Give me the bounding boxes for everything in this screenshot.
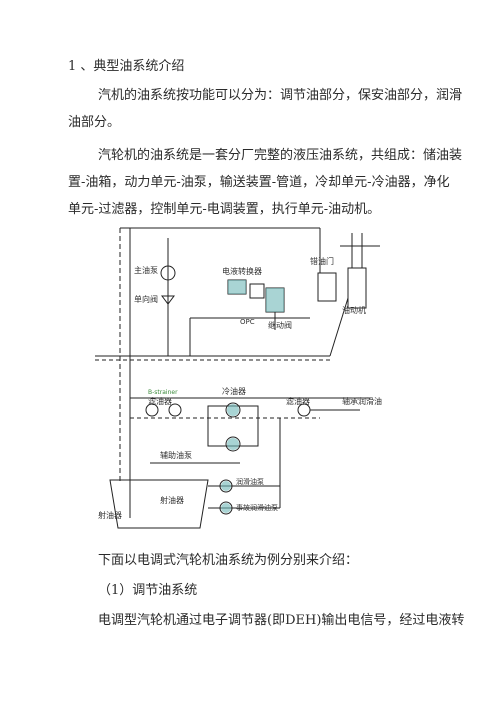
label-bearing-oil: 轴承润滑油 [342,396,382,406]
paragraph-2-line-1: 汽轮机的油系统是一套分厂完整的液压油系统，共组成：储油装 [98,148,463,163]
paragraph-3: 下面以电调式汽轮机油系统为例分别来介绍： [98,553,359,568]
paragraph-4-line-1: 电调型汽轮机通过电子调节器(即DEH)输出电信号，经过电液转 [98,613,465,628]
label-main-pump: 主油泵 [134,265,158,275]
label-aux-pump: 辅助油泵 [160,450,192,460]
oil-system-schematic: 主油泵 单向阀 电液转换器 OPC 继动阀 错油门 油动机 冷油器 B-stra… [95,227,382,529]
label-check-valve: 单向阀 [134,294,158,304]
label-ejector-bottom: 射油器 [160,495,184,505]
label-green-note: B-strainer [148,389,178,396]
label-opc: OPC [240,318,255,326]
label-filter-left: 滤油器 [148,396,172,406]
oil-system-diagram: 主油泵 单向阀 电液转换器 OPC 继动阀 错油门 油动机 冷油器 B-stra… [90,218,420,538]
label-emergency-pump: 事故润滑油泵 [236,503,278,512]
label-lube-pump: 润滑油泵 [236,477,264,486]
section-heading: 1 、典型油系统介绍 [68,59,185,74]
label-filter-right: 滤油器 [286,396,310,406]
paragraph-2-line-3: 单元-过滤器，控制单元-电调装置，执行单元-油动机。 [68,202,381,217]
label-wrong-valve: 错油门 [310,256,334,266]
label-servo: 油动机 [342,305,366,315]
paragraph-2-line-2: 置-油箱，动力单元-油泵，输送装置-管道，冷却单元-冷油器，净化 [68,175,450,190]
sub-heading: （1）调节油系统 [98,583,198,598]
label-relay-valve: 继动阀 [268,320,292,330]
label-cooler: 冷油器 [222,386,246,396]
label-ejector: 射油器 [98,510,122,520]
label-ehc: 电液转换器 [222,266,262,276]
paragraph-1-line-1: 汽机的油系统按功能可以分为：调节油部分，保安油部分，润滑 [98,88,463,103]
paragraph-1-line-2: 油部分。 [68,115,121,130]
